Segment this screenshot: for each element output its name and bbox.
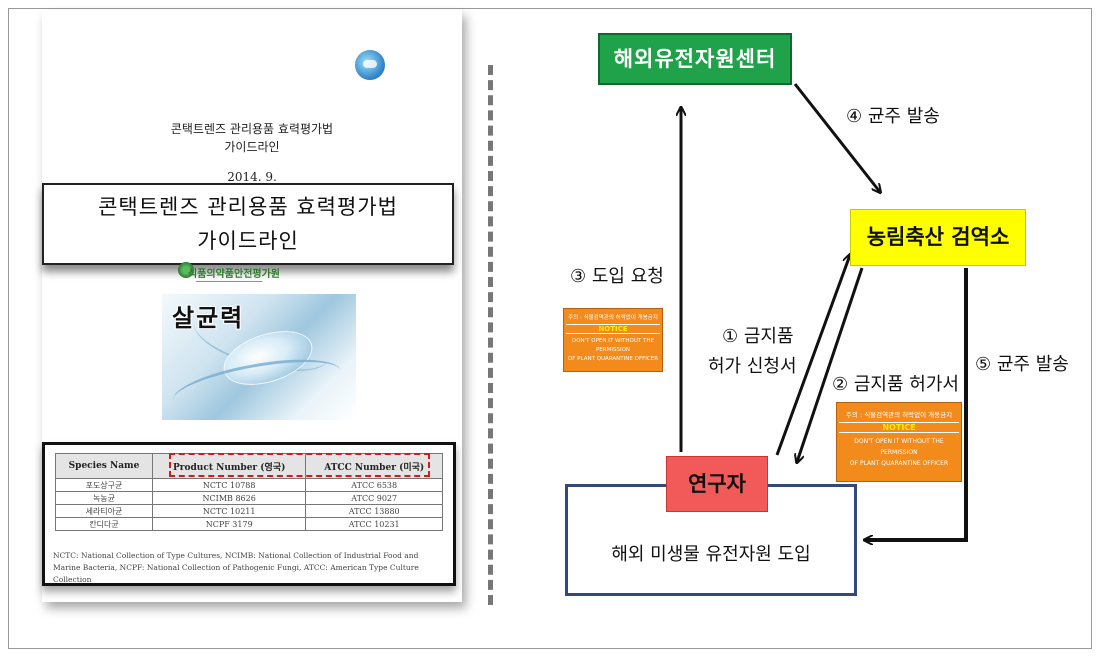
arrow-permit [797,267,864,462]
table-cell: 칸디다균 [55,517,153,531]
arrow-application [775,255,850,456]
outer-frame [8,8,1092,649]
document-date: 2014. 9. [227,170,277,184]
agency-subtitle-line: ━━━━━━━━━━━━━━━━━━━━━━ [196,279,263,285]
table-row: 포도상구균 NCTC 10788 ATCC 6538 [55,478,443,492]
researcher-box: 연구자 [666,456,768,512]
document-logo-icon [355,50,385,80]
species-table: Species Name Product Number (영국) ATCC Nu… [55,453,443,531]
step4-label: ④ 균주 발송 [846,106,940,127]
arrow-ship-to-quarantine [793,83,880,192]
table-header: Product Number (영국) [151,453,307,479]
contact-lens-photo [162,294,356,420]
step1-label-line1: ① 금지품 [722,326,794,347]
step1-label-line2: 허가 신청서 [708,356,797,377]
arrow-ship-to-researcher [865,268,968,540]
agency-name: 식품의약품안전평가원 [188,269,280,280]
step2-label: ② 금지품 허가서 [832,374,959,395]
document-title-box: 콘택트렌즈 관리용품 효력평가법 가이드라인 [42,183,454,265]
notice-sticker-left: 주의 : 식물검역관의 허락없이 개봉금지 NOTICE DON'T OPEN … [563,308,663,372]
table-note: NCTC: National Collection of Type Cultur… [53,551,419,584]
document-header-line2: 가이드라인 [224,140,280,154]
quarantine-agency: 농림축산 검역소 [850,209,1026,266]
document-title-line1: 콘택트렌즈 관리용품 효력평가법 [98,195,398,219]
table-cell: NCPF 3179 [151,517,307,531]
photo-caption: 살균력 [172,304,245,332]
table-row: 세라티아균 NCTC 10211 ATCC 13880 [55,504,443,518]
table-header: ATCC Number (미국) [305,453,443,479]
step3-label: ③ 도입 요청 [570,266,664,287]
step5-label: ⑤ 균주 발송 [975,354,1069,375]
highlight-dashed-box [169,453,430,477]
table-row: 칸디다균 NCPF 3179 ATCC 10231 [55,517,443,531]
result-text: 해외 미생물 유전자원 도입 [611,544,811,565]
table-header: Species Name [55,453,153,479]
table-row: 녹농균 NCIMB 8626 ATCC 9027 [55,491,443,505]
document-title-line2: 가이드라인 [197,229,299,253]
agency-logo-icon [178,262,194,278]
document-header-line1: 콘택트렌즈 관리용품 효력평가법 [170,122,334,136]
notice-sticker-right: 주의 : 식물검역관의 허락없이 개봉금지 NOTICE DON'T OPEN … [836,402,962,482]
species-table-box: Species Name Product Number (영국) ATCC Nu… [42,442,456,586]
table-cell: ATCC 10231 [305,517,443,531]
dashed-divider [488,65,493,605]
overseas-genetic-resource-center: 해외유전자원센터 [598,33,792,85]
